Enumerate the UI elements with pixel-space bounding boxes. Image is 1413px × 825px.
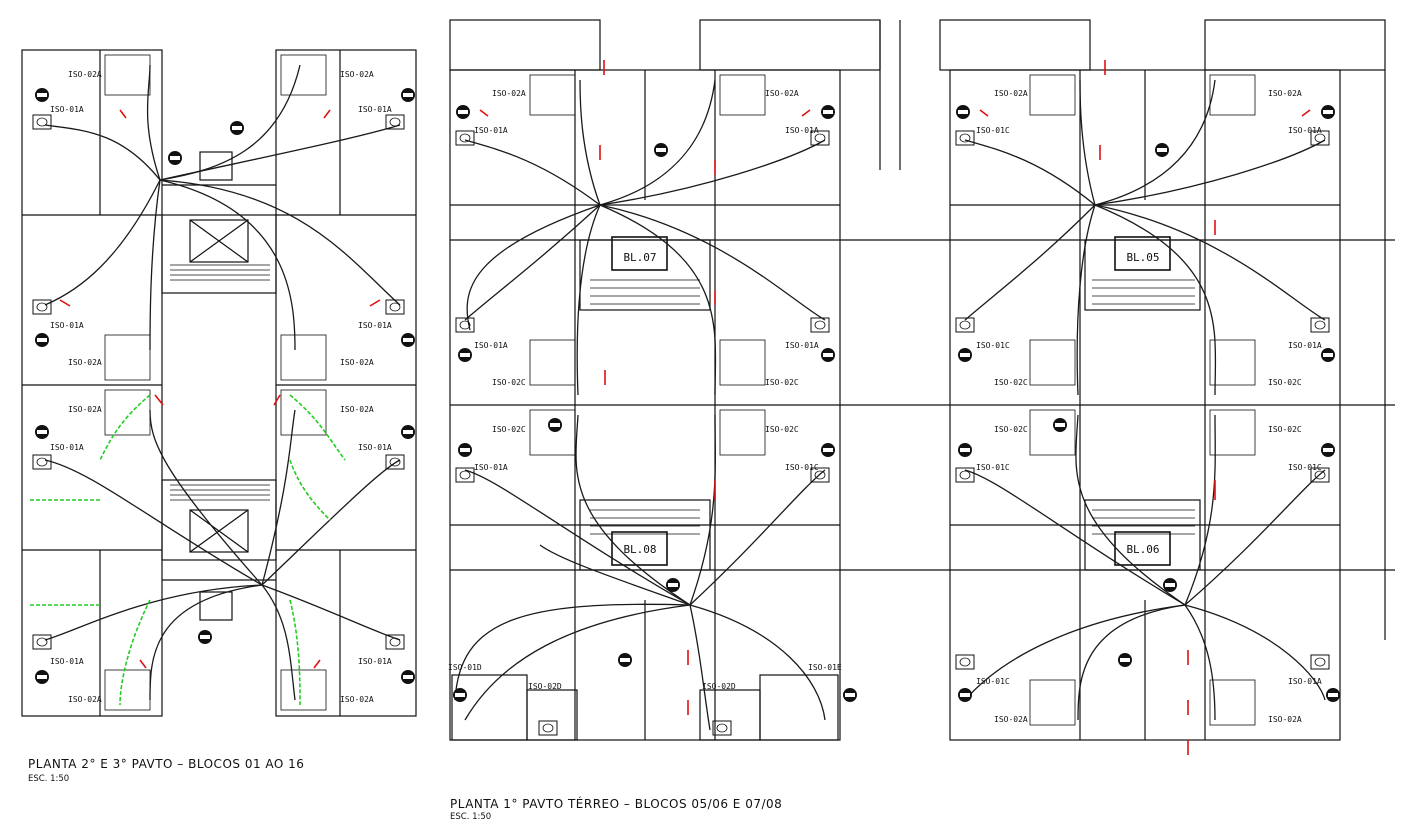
unit-label: ISO-02A [340, 695, 374, 704]
unit-labels-right: ISO-02A ISO-02A ISO-01C ISO-01A ISO-01C … [976, 89, 1322, 724]
unit-label: ISO-01A [474, 341, 508, 350]
unit-label: ISO-01A [1288, 341, 1322, 350]
unit-label: ISO-02A [994, 715, 1028, 724]
block-label-bl06: BL.06 [1126, 543, 1159, 556]
left-red-marks [59, 109, 381, 669]
unit-label: ISO-01D [448, 663, 482, 672]
unit-label: ISO-02A [765, 89, 799, 98]
unit-label: ISO-02D [528, 682, 562, 691]
unit-label: ISO-02C [994, 425, 1028, 434]
unit-label: ISO-02C [994, 378, 1028, 387]
unit-label: ISO-01A [50, 105, 84, 114]
unit-label: ISO-01C [785, 463, 819, 472]
right-plan-title: PLANTA 1° PAVTO TÉRREO – BLOCOS 05/06 E … [450, 797, 783, 811]
unit-label: ISO-01A [1288, 126, 1322, 135]
unit-label: ISO-02A [68, 358, 102, 367]
unit-label: ISO-01E [808, 663, 842, 672]
block-labels: BL.07 BL.08 BL.05 BL.06 [623, 251, 1159, 556]
middle-fixtures [453, 105, 857, 736]
middle-wiring [454, 79, 826, 731]
unit-label: ISO-01A [785, 341, 819, 350]
unit-label: ISO-02A [1268, 89, 1302, 98]
unit-label: ISO-02A [340, 405, 374, 414]
unit-label: ISO-02A [68, 405, 102, 414]
unit-label: ISO-01A [50, 321, 84, 330]
unit-labels-middle: ISO-02A ISO-02A ISO-01A ISO-01A ISO-01A … [448, 89, 842, 691]
unit-label: ISO-01A [785, 126, 819, 135]
unit-label: ISO-01C [976, 126, 1010, 135]
unit-label: ISO-01A [1288, 677, 1322, 686]
unit-label: ISO-01A [474, 463, 508, 472]
right-plan [840, 19, 1395, 741]
unit-label: ISO-02C [492, 425, 526, 434]
right-red-marks [979, 60, 1311, 755]
left-plan-scale: ESC. 1:50 [28, 774, 70, 784]
unit-label: ISO-01A [50, 657, 84, 666]
unit-labels-left: ISO-02A ISO-01A ISO-02A ISO-01A ISO-01A … [50, 70, 392, 704]
left-wiring [44, 64, 401, 701]
unit-label: ISO-02A [68, 695, 102, 704]
unit-label: ISO-02C [765, 378, 799, 387]
middle-plan [449, 19, 881, 741]
unit-label: ISO-02D [702, 682, 736, 691]
left-fixtures [32, 88, 415, 684]
unit-label: ISO-01A [358, 443, 392, 452]
unit-label: ISO-02A [1268, 715, 1302, 724]
unit-label: ISO-02A [68, 70, 102, 79]
left-plan-title: PLANTA 2° E 3° PAVTO – BLOCOS 01 AO 16 [28, 757, 305, 771]
unit-label: ISO-02C [1268, 378, 1302, 387]
unit-label: ISO-01A [358, 657, 392, 666]
unit-label: ISO-01C [976, 463, 1010, 472]
unit-label: ISO-02A [492, 89, 526, 98]
right-fixtures [955, 105, 1340, 702]
unit-label: ISO-01C [1288, 463, 1322, 472]
right-wiring [964, 79, 1326, 721]
unit-label: ISO-02C [492, 378, 526, 387]
middle-red-marks [479, 60, 811, 715]
unit-label: ISO-01A [50, 443, 84, 452]
unit-label: ISO-01C [976, 677, 1010, 686]
unit-label: ISO-02C [1268, 425, 1302, 434]
unit-label: ISO-02A [994, 89, 1028, 98]
block-label-bl05: BL.05 [1126, 251, 1159, 264]
block-label-bl08: BL.08 [623, 543, 656, 556]
unit-label: ISO-01C [976, 341, 1010, 350]
unit-label: ISO-02A [340, 358, 374, 367]
right-plan-scale: ESC. 1:50 [450, 812, 492, 822]
block-label-bl07: BL.07 [623, 251, 656, 264]
unit-label: ISO-01A [358, 321, 392, 330]
unit-label: ISO-01A [358, 105, 392, 114]
unit-label: ISO-02A [340, 70, 374, 79]
unit-label: ISO-02C [765, 425, 799, 434]
left-green-segments [30, 394, 346, 706]
left-plan [21, 49, 417, 717]
unit-label: ISO-01A [474, 126, 508, 135]
